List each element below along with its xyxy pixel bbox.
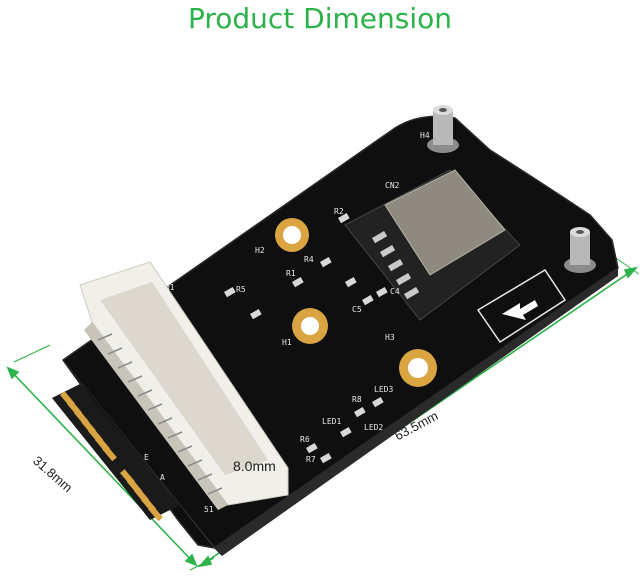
pcb-board: CN1 2 CN2 H2 H1 H3 H4 LED1 LED2 LED3 C4 … xyxy=(52,105,619,556)
sim-card-slot xyxy=(344,169,521,321)
silk-r8: R8 xyxy=(352,395,362,404)
silk-cn1: CN1 xyxy=(160,283,175,292)
depth-dimension-label: 8.0mm xyxy=(233,458,276,474)
mounting-holes xyxy=(275,218,437,387)
silk-r7: R7 xyxy=(306,455,316,464)
height-dimension-line xyxy=(7,367,197,566)
metal-standoffs xyxy=(427,105,596,273)
silk-c5: C5 xyxy=(352,305,362,314)
silk-cn2: CN2 xyxy=(385,181,400,190)
silk-led3: LED3 xyxy=(374,385,393,394)
edge-connector xyxy=(52,384,180,522)
silk-h4: H4 xyxy=(420,131,430,140)
page-title: Product Dimension xyxy=(187,2,453,35)
silk-a: A xyxy=(160,473,165,482)
silk-r4: R4 xyxy=(304,255,314,264)
silk-led1: LED1 xyxy=(322,417,341,426)
silk-pin2: 2 xyxy=(170,301,175,310)
smd-components xyxy=(224,213,388,464)
mini-pcie-socket xyxy=(79,261,289,510)
silk-e: E xyxy=(144,453,149,462)
silk-pin51: 51 xyxy=(204,505,214,514)
silk-h2: H2 xyxy=(255,246,265,255)
silk-r6: R6 xyxy=(300,435,310,444)
silk-r1: R1 xyxy=(286,269,296,278)
silk-r5: R5 xyxy=(236,285,246,294)
insert-arrow-marking xyxy=(476,268,567,344)
silk-h3: H3 xyxy=(385,333,395,342)
silk-led2: LED2 xyxy=(364,423,383,432)
silk-h1: H1 xyxy=(282,338,292,347)
silkscreen-labels: CN1 2 CN2 H2 H1 H3 H4 LED1 LED2 LED3 C4 … xyxy=(144,131,430,514)
silk-r2: R2 xyxy=(334,207,344,216)
silk-c4: C4 xyxy=(390,287,400,296)
